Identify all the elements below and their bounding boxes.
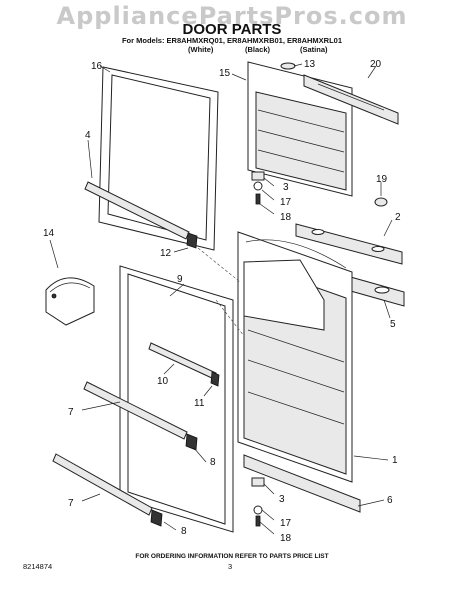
shelf-bar-7a: [83, 381, 188, 440]
label-19: 19: [376, 174, 388, 185]
watermark: AppliancePartsPros.com: [56, 2, 408, 30]
label-13: 13: [304, 59, 316, 70]
label-16: 16: [91, 61, 103, 72]
label-18-upper: 18: [280, 212, 292, 223]
label-18-lower: 18: [280, 533, 292, 544]
variant-white: (White): [188, 45, 214, 54]
label-2: 2: [395, 212, 401, 223]
upper-hinge-parts: [251, 171, 265, 205]
label-7-upper: 7: [68, 407, 74, 418]
main-door-gasket: [119, 265, 234, 533]
label-3-lower: 3: [279, 494, 285, 505]
clip-11: [210, 371, 220, 387]
label-9: 9: [177, 274, 183, 285]
label-14: 14: [43, 228, 55, 239]
lower-hinge-parts: [251, 477, 265, 527]
freezer-handle: [303, 74, 399, 125]
models-line: For Models: ER8AHMXRQ01, ER8AHMXRB01, ER…: [121, 36, 343, 45]
handle-plug: [374, 197, 388, 207]
label-1: 1: [392, 455, 398, 466]
handle-trim-upper: [295, 223, 403, 265]
label-20: 20: [370, 59, 382, 70]
page-number: 3: [228, 562, 233, 571]
variant-satina: (Satina): [300, 45, 328, 54]
dairy-door: [45, 277, 95, 326]
upper-shelf-bar: [84, 181, 190, 240]
label-11: 11: [194, 398, 205, 409]
label-8-upper: 8: [210, 457, 216, 468]
door-stop: [280, 62, 296, 70]
bottom-trim: [243, 454, 361, 513]
label-15: 15: [219, 68, 231, 79]
variant-black: (Black): [245, 45, 271, 54]
label-4: 4: [85, 130, 91, 141]
clip-12: [186, 232, 198, 249]
label-3-upper: 3: [283, 182, 289, 193]
label-5: 5: [390, 319, 396, 330]
clip-8b: [150, 509, 163, 527]
ordering-note: FOR ORDERING INFORMATION REFER TO PARTS …: [135, 553, 329, 560]
fresh-food-door: [237, 231, 353, 483]
label-12: 12: [160, 248, 172, 259]
freezer-door: [247, 61, 353, 197]
label-7-lower: 7: [68, 498, 74, 509]
label-10: 10: [157, 376, 169, 387]
page-title: DOOR PARTS: [182, 21, 282, 38]
label-17-lower: 17: [280, 518, 292, 529]
label-8-lower: 8: [181, 526, 187, 537]
upper-door-gasket: [98, 66, 219, 251]
label-17-upper: 17: [280, 197, 292, 208]
document-number: 8214874: [23, 562, 53, 571]
shelf-bar-7b: [52, 453, 153, 516]
label-6: 6: [387, 495, 393, 506]
